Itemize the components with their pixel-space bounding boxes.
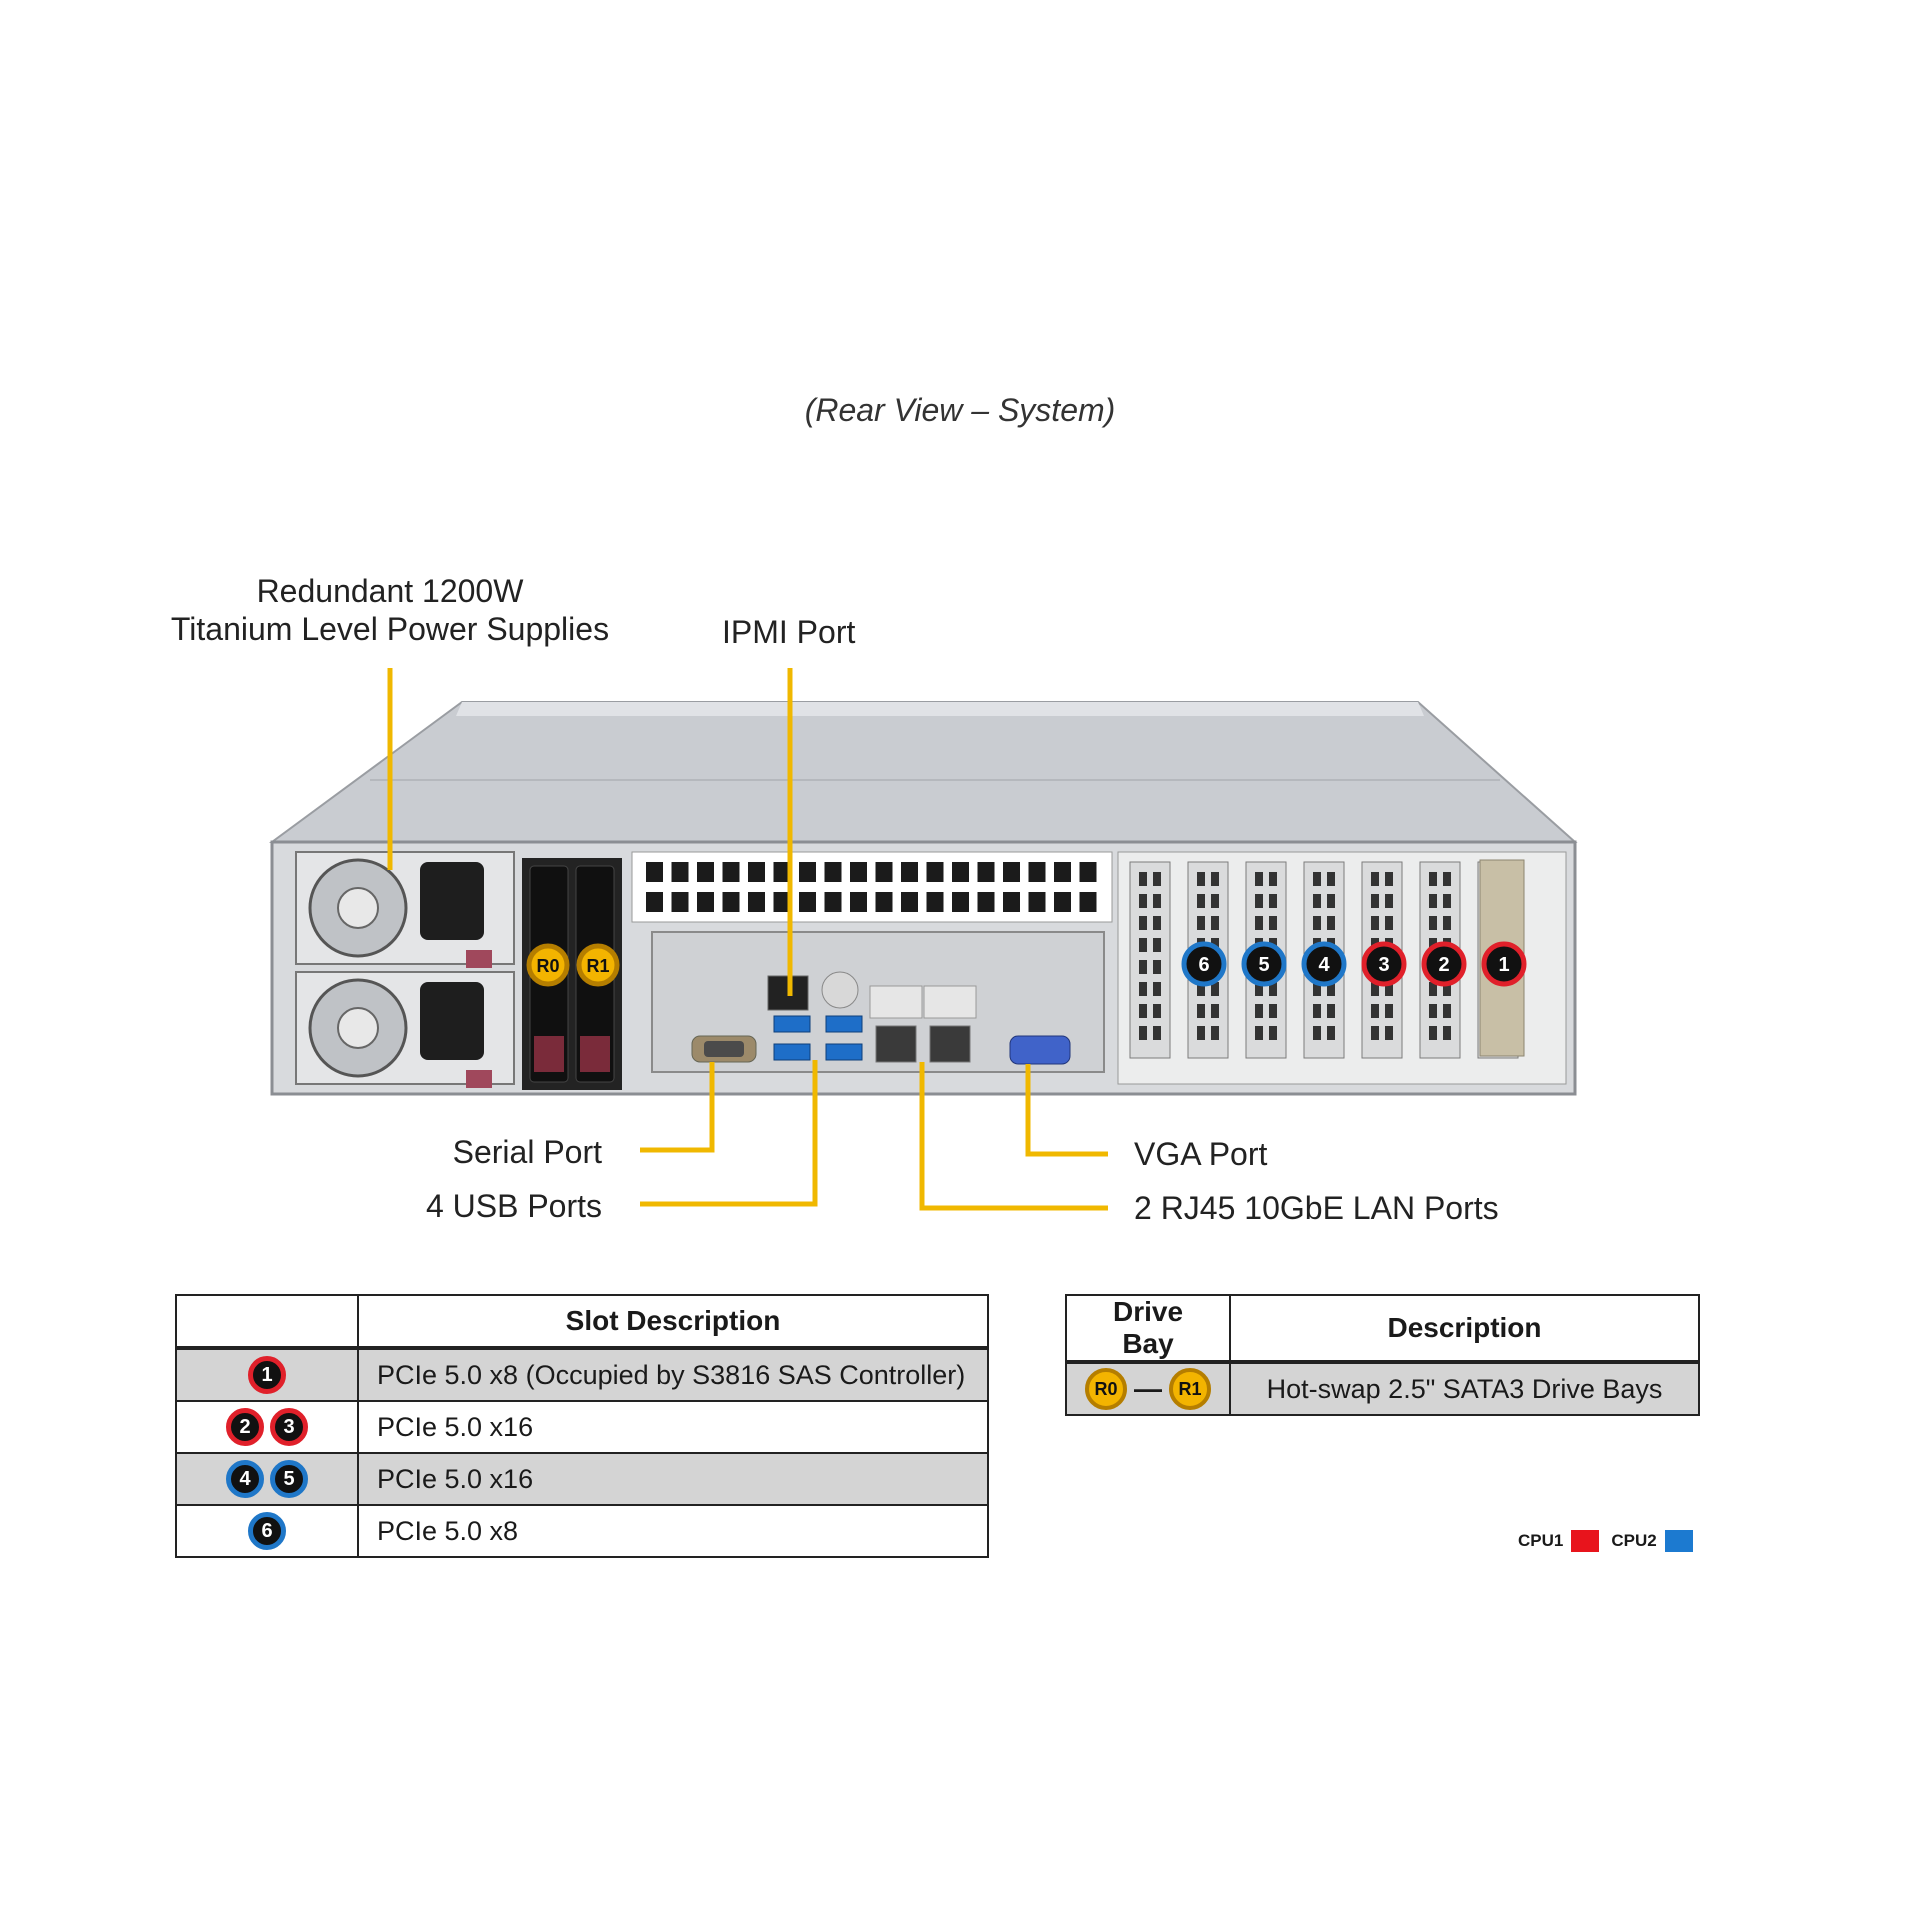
slot-badges: 6 5 4 3 2 1 <box>1181 941 1527 987</box>
serial-callout: Serial Port <box>452 1134 602 1170</box>
slot-badge-cell: 6 <box>175 1504 359 1558</box>
slot-number-badge: 1 <box>248 1356 286 1394</box>
svg-text:6: 6 <box>1198 954 1209 976</box>
svg-text:4: 4 <box>1318 954 1330 976</box>
slot-description: PCIe 5.0 x16 <box>357 1400 989 1454</box>
drive-table-header-bay: Drive Bay <box>1065 1294 1231 1363</box>
drive-bay-cell: R0—R1 <box>1065 1361 1231 1416</box>
vga-port <box>1009 1035 1071 1065</box>
drive-table-header-desc: Description <box>1229 1294 1700 1363</box>
slot-description: PCIe 5.0 x8 (Occupied by S3816 SAS Contr… <box>357 1347 989 1402</box>
slot-number-badge: 4 <box>226 1460 264 1498</box>
drive-description: Hot-swap 2.5" SATA3 Drive Bays <box>1229 1361 1700 1416</box>
power-supply-callout-line1: Redundant 1200W <box>256 573 524 609</box>
slot-table-row: 6 PCIe 5.0 x8 <box>175 1504 989 1558</box>
slot-table-header: Slot Description <box>175 1294 989 1349</box>
slot-description: PCIe 5.0 x16 <box>357 1452 989 1506</box>
slot-table-header-desc: Slot Description <box>357 1294 989 1349</box>
slot-badge-5: 5 <box>1241 941 1287 987</box>
vga-callout: VGA Port <box>1134 1136 1268 1172</box>
slot-table-row: 1 PCIe 5.0 x8 (Occupied by S3816 SAS Cont… <box>175 1347 989 1402</box>
lan-ports <box>869 985 977 1063</box>
page-title: (Rear View – System) <box>804 392 1116 428</box>
slot-description: PCIe 5.0 x8 <box>357 1504 989 1558</box>
lan-callout: 2 RJ45 10GbE LAN Ports <box>1134 1190 1499 1226</box>
legend-cpu1-swatch <box>1571 1530 1600 1552</box>
slot-table-header-badge <box>175 1294 359 1349</box>
legend-cpu2-label: CPU2 <box>1611 1531 1657 1550</box>
drive-bay-badge-r1: R1 <box>576 943 620 987</box>
serial-port <box>691 1035 757 1063</box>
usb-ports <box>773 1015 863 1061</box>
svg-text:1: 1 <box>1498 954 1509 976</box>
slot-badge-4: 4 <box>1301 941 1347 987</box>
serial-callout-line <box>640 1062 715 1153</box>
drive-bay-badge: R1 <box>1169 1368 1211 1410</box>
slot-badge-cell: 1 <box>175 1347 359 1402</box>
drive-table-header: Drive Bay Description <box>1065 1294 1700 1363</box>
lan-callout-line <box>919 1062 1108 1211</box>
legend-cpu2-swatch <box>1664 1530 1693 1552</box>
slot-number-badge: 5 <box>270 1460 308 1498</box>
vent-grid <box>646 862 1097 912</box>
vga-callout-line <box>1025 1064 1108 1157</box>
svg-text:2: 2 <box>1438 954 1449 976</box>
usb-callout-line <box>640 1060 818 1207</box>
power-supply-callout: Redundant 1200W Titanium Level Power Sup… <box>160 572 620 648</box>
slot-number-badge: 6 <box>248 1512 286 1550</box>
power-supply-2 <box>295 971 515 1088</box>
slot-table: Slot Description 1 PCIe 5.0 x8 (Occupied … <box>175 1294 989 1558</box>
slot-badge-3: 3 <box>1361 941 1407 987</box>
callout-lines <box>387 668 1108 1211</box>
range-dash: — <box>1134 1373 1162 1404</box>
cpu-legend: CPU1 CPU2 <box>1518 1530 1693 1552</box>
ipmi-callout: IPMI Port <box>722 614 856 650</box>
slot-badge-1: 1 <box>1481 941 1527 987</box>
drive-bay-badge: R0 <box>1085 1368 1127 1410</box>
drive-bay-badges: R0 R1 <box>526 943 620 987</box>
power-supply-1 <box>295 851 515 968</box>
svg-text:R1: R1 <box>586 956 609 976</box>
slot-number-badge: 2 <box>226 1408 264 1446</box>
svg-text:3: 3 <box>1378 954 1389 976</box>
svg-text:R0: R0 <box>536 956 559 976</box>
drive-bay-badge-r0: R0 <box>526 943 570 987</box>
power-supply-callout-line2: Titanium Level Power Supplies <box>170 611 610 647</box>
svg-text:5: 5 <box>1258 954 1269 976</box>
slot-badge-6: 6 <box>1181 941 1227 987</box>
slot-number-badge: 3 <box>270 1408 308 1446</box>
legend-cpu1-label: CPU1 <box>1518 1531 1564 1550</box>
chassis-top-cover <box>268 701 1578 843</box>
usb-callout: 4 USB Ports <box>425 1188 602 1224</box>
slot-badge-2: 2 <box>1421 941 1467 987</box>
